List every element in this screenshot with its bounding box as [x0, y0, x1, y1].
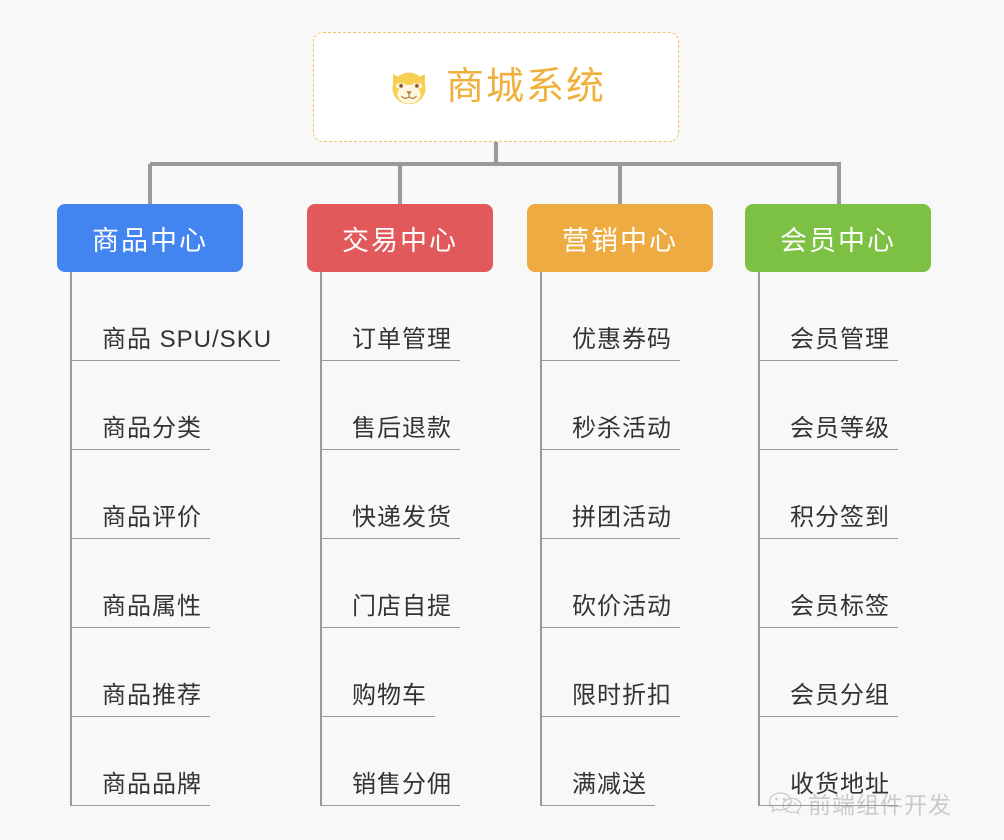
branch-spine-3 — [758, 272, 760, 806]
shiba-dog-face-icon — [392, 72, 426, 105]
list-item[interactable]: 商品 SPU/SKU — [57, 272, 281, 361]
list-item[interactable]: 商品分类 — [57, 361, 280, 450]
branch-column-2: 营销中心 优惠券码 秒杀活动 拼团活动 砍价活动 限时折扣 满减送 — [527, 204, 713, 806]
leaf-label: 限时折扣 — [572, 681, 672, 709]
root-title: 商城系统 — [445, 66, 606, 108]
list-item[interactable]: 销售分佣 — [307, 717, 493, 806]
leaf-label: 秒杀活动 — [572, 414, 672, 442]
list-item[interactable]: 快递发货 — [307, 450, 493, 539]
leaf-label: 门店自提 — [352, 592, 452, 620]
list-item[interactable]: 砍价活动 — [527, 539, 713, 628]
list-item[interactable]: 会员分组 — [745, 628, 931, 717]
branch-header-1[interactable]: 交易中心 — [307, 204, 493, 272]
branch-header-0[interactable]: 商品中心 — [57, 204, 243, 272]
leaf-label: 拼团活动 — [572, 503, 672, 531]
leaf-label: 售后退款 — [352, 414, 452, 442]
branch-spine-2 — [540, 272, 542, 806]
branch-label-0: 商品中心 — [92, 225, 208, 256]
branch-body-0: 商品 SPU/SKU 商品分类 商品评价 商品属性 商品推荐 商品品牌 — [57, 272, 281, 806]
leaf-label: 商品 SPU/SKU — [102, 325, 273, 353]
leaf-label: 积分签到 — [790, 503, 890, 531]
branch-header-2[interactable]: 营销中心 — [527, 204, 713, 272]
list-item[interactable]: 拼团活动 — [527, 450, 713, 539]
list-item[interactable]: 商品品牌 — [57, 717, 280, 806]
branch-label-3: 会员中心 — [780, 225, 896, 256]
leaf-label: 订单管理 — [352, 325, 452, 353]
leaf-label: 会员等级 — [790, 414, 890, 442]
list-item[interactable]: 购物车 — [307, 628, 493, 717]
list-item[interactable]: 订单管理 — [307, 272, 493, 361]
branch-column-1: 交易中心 订单管理 售后退款 快递发货 门店自提 购物车 销售分佣 — [307, 204, 493, 806]
list-item[interactable]: 售后退款 — [307, 361, 493, 450]
leaf-label: 会员管理 — [790, 325, 890, 353]
root-node[interactable]: 商城系统 — [313, 32, 679, 142]
leaf-label: 商品评价 — [102, 503, 202, 531]
leaf-label: 收货地址 — [790, 770, 890, 798]
branch-body-3: 会员管理 会员等级 积分签到 会员标签 会员分组 收货地址 — [745, 272, 931, 806]
list-item[interactable]: 商品属性 — [57, 539, 280, 628]
leaf-label: 商品品牌 — [102, 770, 202, 798]
leaf-label: 商品分类 — [102, 414, 202, 442]
leaf-label: 会员标签 — [790, 592, 890, 620]
list-item[interactable]: 满减送 — [527, 717, 713, 806]
list-item[interactable]: 秒杀活动 — [527, 361, 713, 450]
branch-label-1: 交易中心 — [342, 225, 458, 256]
leaf-label: 优惠券码 — [572, 325, 672, 353]
leaf-label: 销售分佣 — [352, 770, 452, 798]
branch-header-3[interactable]: 会员中心 — [745, 204, 931, 272]
leaf-label: 快递发货 — [352, 503, 452, 531]
leaf-label: 满减送 — [572, 770, 647, 798]
leaf-label: 会员分组 — [790, 681, 890, 709]
branch-body-1: 订单管理 售后退款 快递发货 门店自提 购物车 销售分佣 — [307, 272, 493, 806]
branch-body-2: 优惠券码 秒杀活动 拼团活动 砍价活动 限时折扣 满减送 — [527, 272, 713, 806]
list-item[interactable]: 收货地址 — [745, 717, 931, 806]
list-item[interactable]: 会员管理 — [745, 272, 931, 361]
leaf-label: 砍价活动 — [572, 592, 672, 620]
list-item[interactable]: 限时折扣 — [527, 628, 713, 717]
list-item[interactable]: 会员等级 — [745, 361, 931, 450]
branch-column-3: 会员中心 会员管理 会员等级 积分签到 会员标签 会员分组 收货地址 — [745, 204, 931, 806]
leaf-label: 商品属性 — [102, 592, 202, 620]
branch-spine-0 — [70, 272, 72, 806]
branch-column-0: 商品中心 商品 SPU/SKU 商品分类 商品评价 商品属性 商品推荐 商品品牌 — [57, 204, 281, 806]
list-item[interactable]: 门店自提 — [307, 539, 493, 628]
branch-label-2: 营销中心 — [562, 225, 678, 256]
list-item[interactable]: 优惠券码 — [527, 272, 713, 361]
branch-spine-1 — [320, 272, 322, 806]
leaf-label: 购物车 — [352, 681, 427, 709]
list-item[interactable]: 积分签到 — [745, 450, 931, 539]
leaf-label: 商品推荐 — [102, 681, 202, 709]
list-item[interactable]: 商品评价 — [57, 450, 280, 539]
list-item[interactable]: 会员标签 — [745, 539, 931, 628]
list-item[interactable]: 商品推荐 — [57, 628, 280, 717]
